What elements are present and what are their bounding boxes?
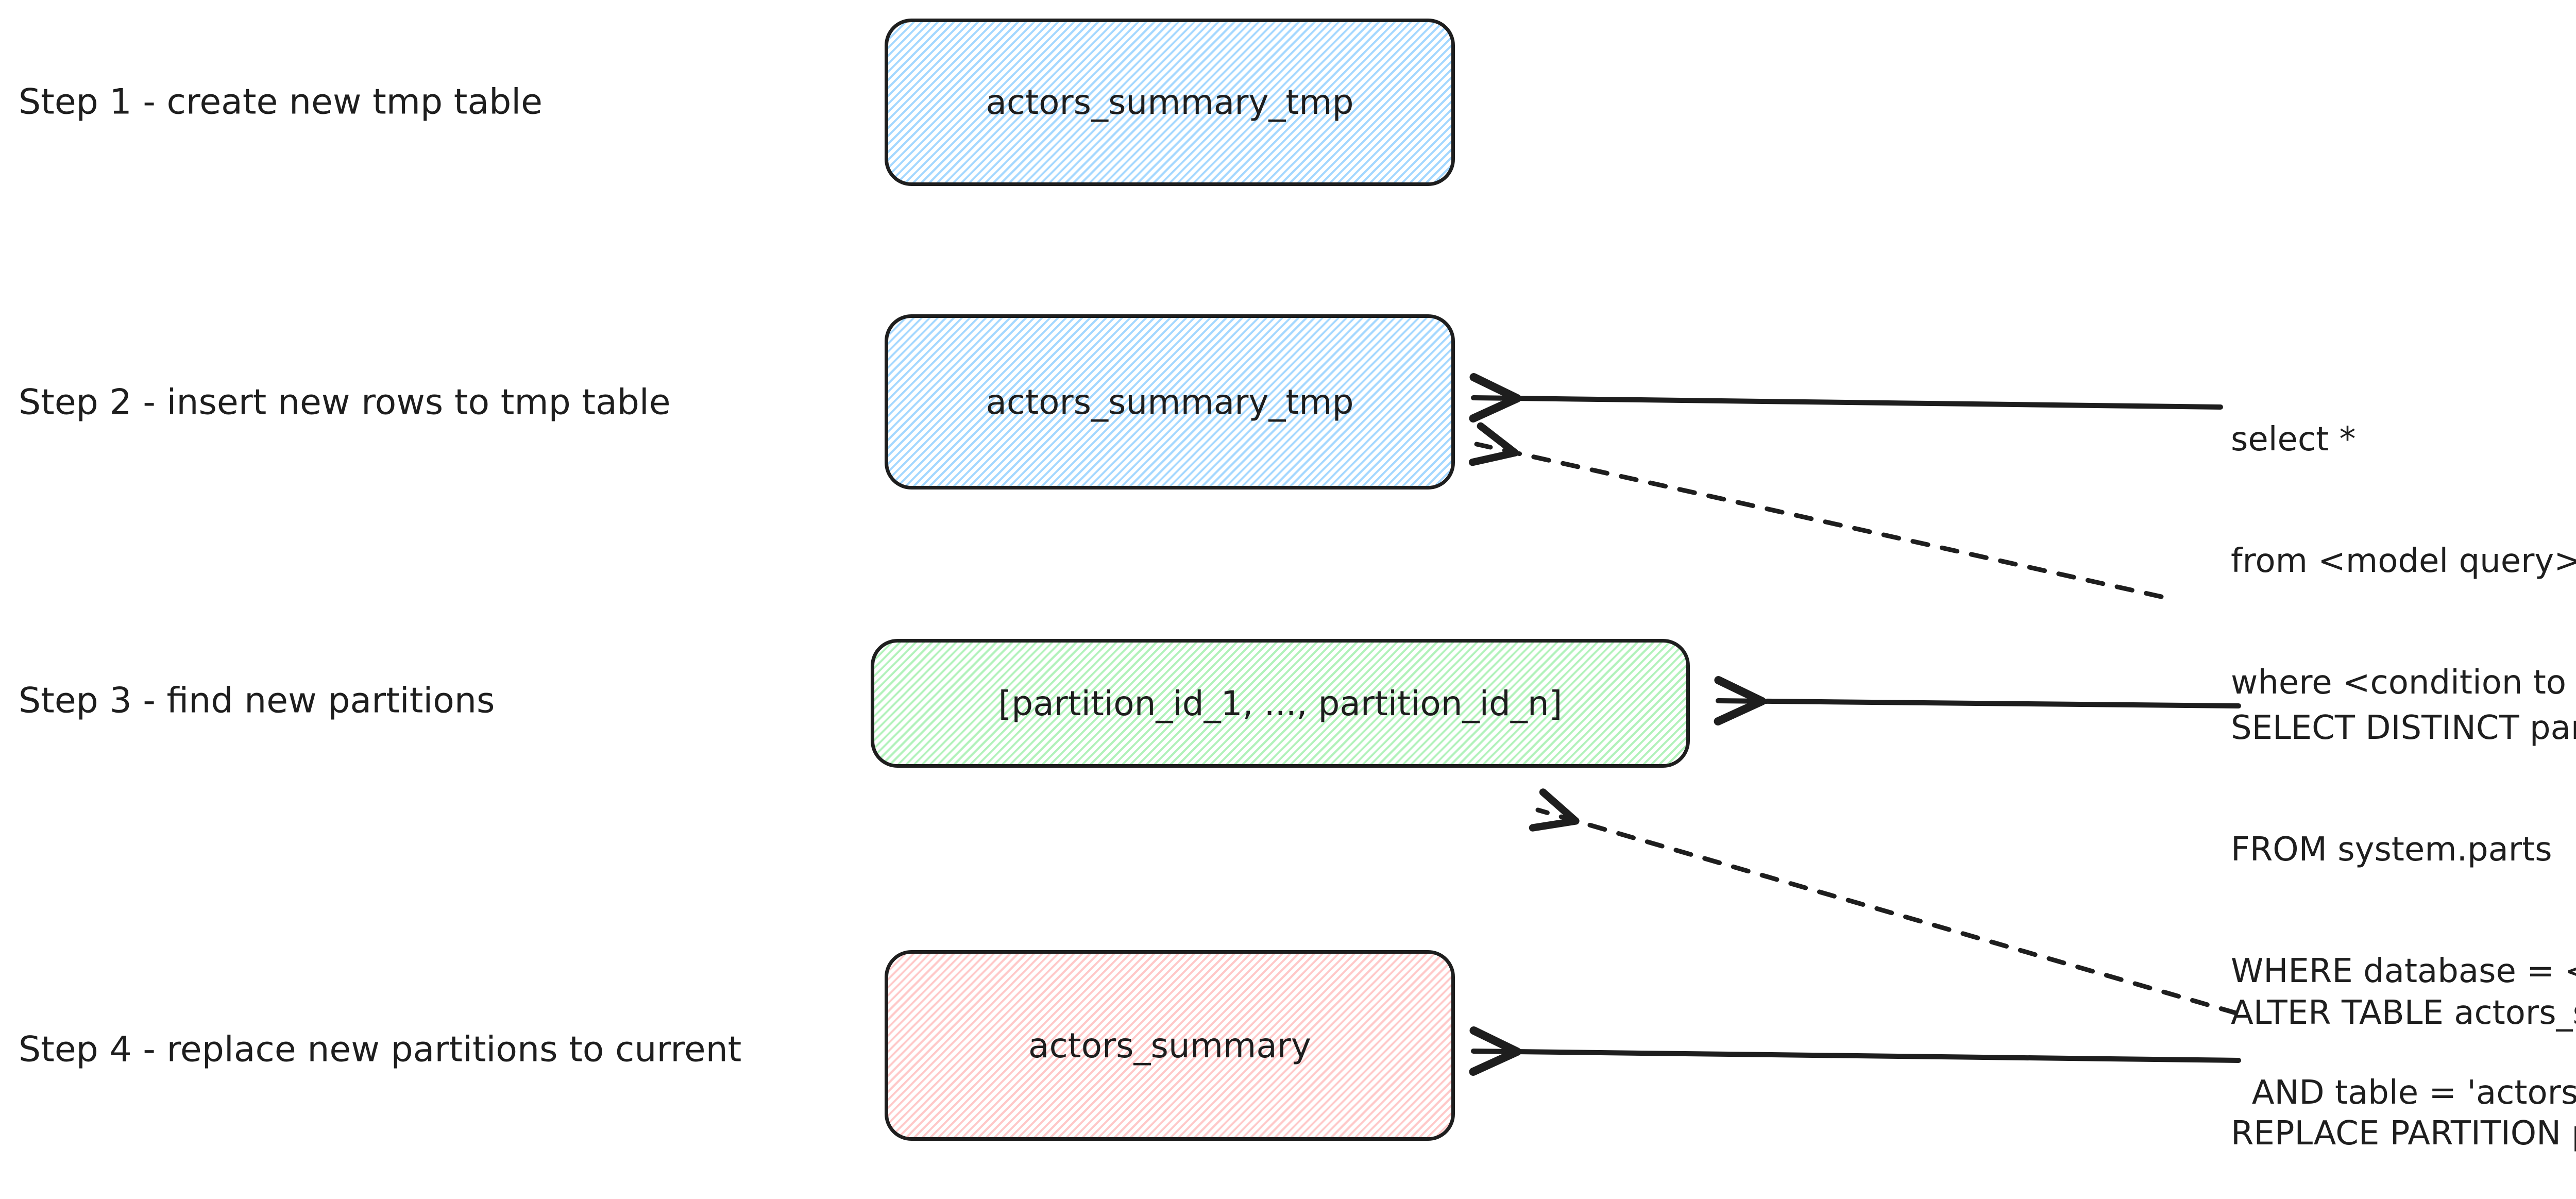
arrow-sql2-to-box3 (1714, 676, 2241, 725)
sql-line: SELECT DISTINCT partition_id (2231, 709, 2576, 747)
sql-line: WHERE database = <database> (2231, 952, 2576, 990)
sql-select-partitions: SELECT DISTINCT partition_id FROM system… (2231, 629, 2576, 1192)
sql-line: FROM system.parts (2231, 831, 2552, 869)
sql-line: from <model query> (2231, 542, 2576, 580)
sql-line: where <condition to identify new> (2231, 664, 2567, 702)
dashed-arrow-sql3-to-box3 (1529, 788, 2239, 1016)
sql-line: ALTER TABLE actors_summary (2231, 994, 2576, 1032)
step-4-box-label: actors_summary (1028, 1025, 1311, 1066)
sql-replace-partitions: ALTER TABLE actors_summary REPLACE PARTI… (2231, 915, 2576, 1199)
step-4-box: actors_summary (885, 950, 1455, 1141)
step-2-box-label: actors_summary_tmp (986, 382, 1354, 422)
sql-select-new-rows: select * from <model query> where <condi… (2231, 341, 2576, 782)
step-4-label: Step 4 - replace new partitions to curre… (19, 1029, 742, 1070)
step-3-box-label: [partition_id_1, ..., partition_id_n] (998, 683, 1563, 723)
arrow-sql3-to-box4 (1469, 1026, 2241, 1076)
step-1-label: Step 1 - create new tmp table (19, 81, 543, 123)
step-3-box: [partition_id_1, ..., partition_id_n] (871, 639, 1690, 768)
step-1-box: actors_summary_tmp (885, 19, 1455, 186)
step-1-box-label: actors_summary_tmp (986, 82, 1354, 122)
dashed-arrow-sql2-to-box2 (1468, 422, 2164, 599)
step-2-box: actors_summary_tmp (885, 314, 1455, 489)
step-2-label: Step 2 - insert new rows to tmp table (19, 382, 671, 423)
sql-line: REPLACE PARTITION partition_id_1 (2231, 1114, 2576, 1153)
step-3-label: Step 3 - find new partitions (19, 680, 495, 721)
arrow-sql1-to-box2 (1469, 373, 2223, 423)
sql-line: select * (2231, 420, 2356, 459)
sql-line: AND table = 'actors_summary_tmp' (2251, 1074, 2576, 1112)
